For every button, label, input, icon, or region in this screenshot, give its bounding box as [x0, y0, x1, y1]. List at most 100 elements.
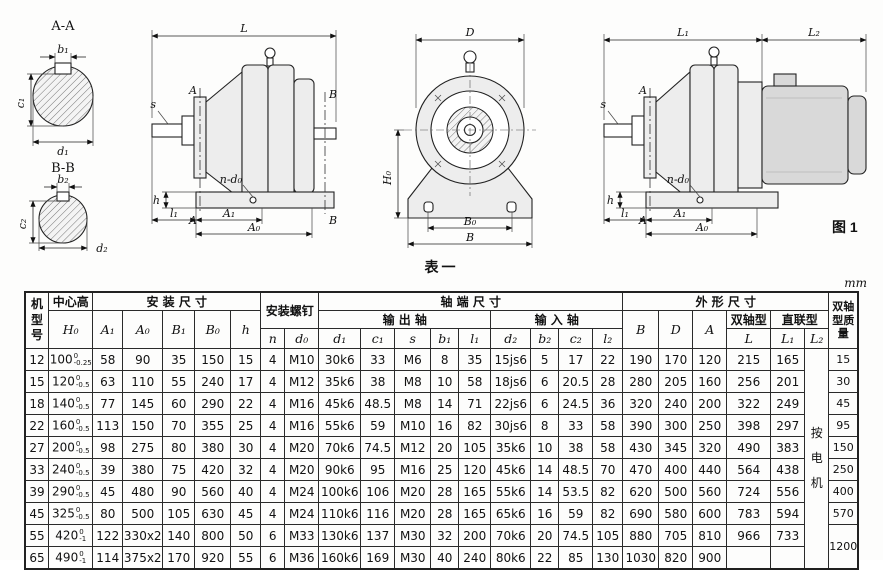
value-cell: 705: [658, 524, 694, 547]
model-cell: 15: [24, 370, 50, 393]
model-cell: 18: [24, 392, 50, 415]
shaft-section-circle: [38, 194, 88, 244]
value-cell: 10: [430, 370, 460, 393]
value-cell: 594: [770, 502, 806, 525]
value-cell: 556: [770, 480, 806, 503]
value-cell: M16: [284, 414, 320, 437]
value-cell: 355: [194, 414, 232, 437]
value-cell: 22: [592, 348, 624, 371]
col-header-d2: d₂: [490, 328, 532, 349]
dim-label-B: B: [465, 231, 474, 244]
col-group-input-shaft: 输 入 轴: [490, 310, 624, 329]
value-cell: 1030: [622, 546, 660, 570]
bolt-hole: [696, 196, 704, 204]
value-cell: 40: [230, 480, 262, 503]
value-cell: M20: [284, 436, 320, 459]
value-cell: 33: [360, 348, 396, 371]
value-cell: 106: [360, 480, 396, 503]
col-group-mounting: 安 装 尺 寸: [92, 291, 262, 311]
value-cell: 70: [162, 414, 196, 437]
value-cell: 116: [360, 502, 396, 525]
col-header-c1: c₁: [360, 328, 396, 349]
value-cell: 20: [530, 524, 560, 547]
value-cell: 63: [92, 370, 124, 393]
value-cell: 74.5: [360, 436, 396, 459]
ring-housing: [267, 64, 295, 208]
value-cell: 25: [230, 414, 262, 437]
value-cell: 280: [622, 370, 660, 393]
value-cell: 35k6: [318, 370, 362, 393]
keyway: [56, 191, 70, 202]
value-cell: 560: [692, 480, 728, 503]
value-cell: 122: [92, 524, 124, 547]
value-cell: 275: [122, 436, 164, 459]
value-cell: 165: [458, 502, 492, 525]
value-cell: 30: [230, 436, 262, 459]
mass-cell: 95: [828, 414, 859, 437]
value-cell: 32: [230, 458, 262, 481]
value-cell: 320: [692, 436, 728, 459]
value-cell: 4: [260, 458, 286, 481]
value-cell: 70k6: [318, 436, 362, 459]
eyebolt-icon: [708, 46, 720, 58]
value-cell: 32: [430, 524, 460, 547]
value-cell: 5: [530, 348, 560, 371]
value-cell: M30: [394, 524, 432, 547]
value-cell: 580: [658, 502, 694, 525]
col-header-b0: B₀: [194, 310, 232, 349]
reducer-motor-view-drawing: L₁ L₂ s n-d₀ h: [600, 26, 867, 238]
model-cell: 27: [24, 436, 50, 459]
value-cell: 320: [622, 392, 660, 415]
base-plate: [195, 191, 335, 209]
dim-label-d1: d₁: [57, 145, 68, 158]
value-cell: 420: [194, 458, 232, 481]
value-cell: 98: [92, 436, 124, 459]
dim-label-b1: b₁: [57, 43, 68, 56]
value-cell: 28: [430, 502, 460, 525]
col-group-double-shaft: 双轴型: [726, 310, 772, 329]
value-cell: 58: [592, 436, 624, 459]
value-cell: 160: [692, 370, 728, 393]
value-cell: 40: [430, 546, 460, 570]
value-cell: 90k6: [318, 458, 362, 481]
value-cell: 70k6: [490, 524, 532, 547]
cut-label-A: A: [188, 84, 197, 97]
value-cell: 82: [592, 480, 624, 503]
foot-slot: [506, 201, 517, 213]
cut-label-A: A: [188, 214, 197, 227]
value-cell: 22: [530, 546, 560, 570]
eyebolt-icon: [463, 50, 477, 64]
value-cell: 95: [360, 458, 396, 481]
value-cell: 30k6: [318, 348, 362, 371]
section-bb-title: B-B: [51, 161, 75, 176]
value-cell: 4: [260, 392, 286, 415]
value-cell: 20.5: [558, 370, 594, 393]
mass-cell: 30: [828, 370, 859, 393]
value-cell: 783: [726, 502, 772, 525]
model-cell: 39: [24, 480, 50, 503]
value-cell: 630: [194, 502, 232, 525]
value-cell: M30: [394, 546, 432, 570]
value-cell: 250: [692, 414, 728, 437]
value-cell: 4: [260, 348, 286, 371]
col-header-L2: L₂: [804, 328, 830, 349]
dim-label-D: D: [465, 26, 475, 39]
col-header-D: D: [658, 310, 694, 349]
model-cell: 33: [24, 458, 50, 481]
spec-table: 机型号 中心高 安 装 尺 寸 安装螺钉 轴 端 尺 寸 外 形 尺 寸 双轴型…: [23, 291, 860, 570]
reducer-side-view-drawing: L s n-d₀ h l₁ A₁: [150, 22, 337, 238]
value-cell: 71: [458, 392, 492, 415]
value-cell: 85: [558, 546, 594, 570]
value-cell: 80k6: [490, 546, 532, 570]
value-cell: 82: [458, 414, 492, 437]
col-header-c2: c₂: [558, 328, 594, 349]
value-cell: 17: [230, 370, 262, 393]
value-cell: 820: [658, 546, 694, 570]
figure-label: 图 1: [832, 219, 858, 235]
value-cell: 733: [770, 524, 806, 547]
